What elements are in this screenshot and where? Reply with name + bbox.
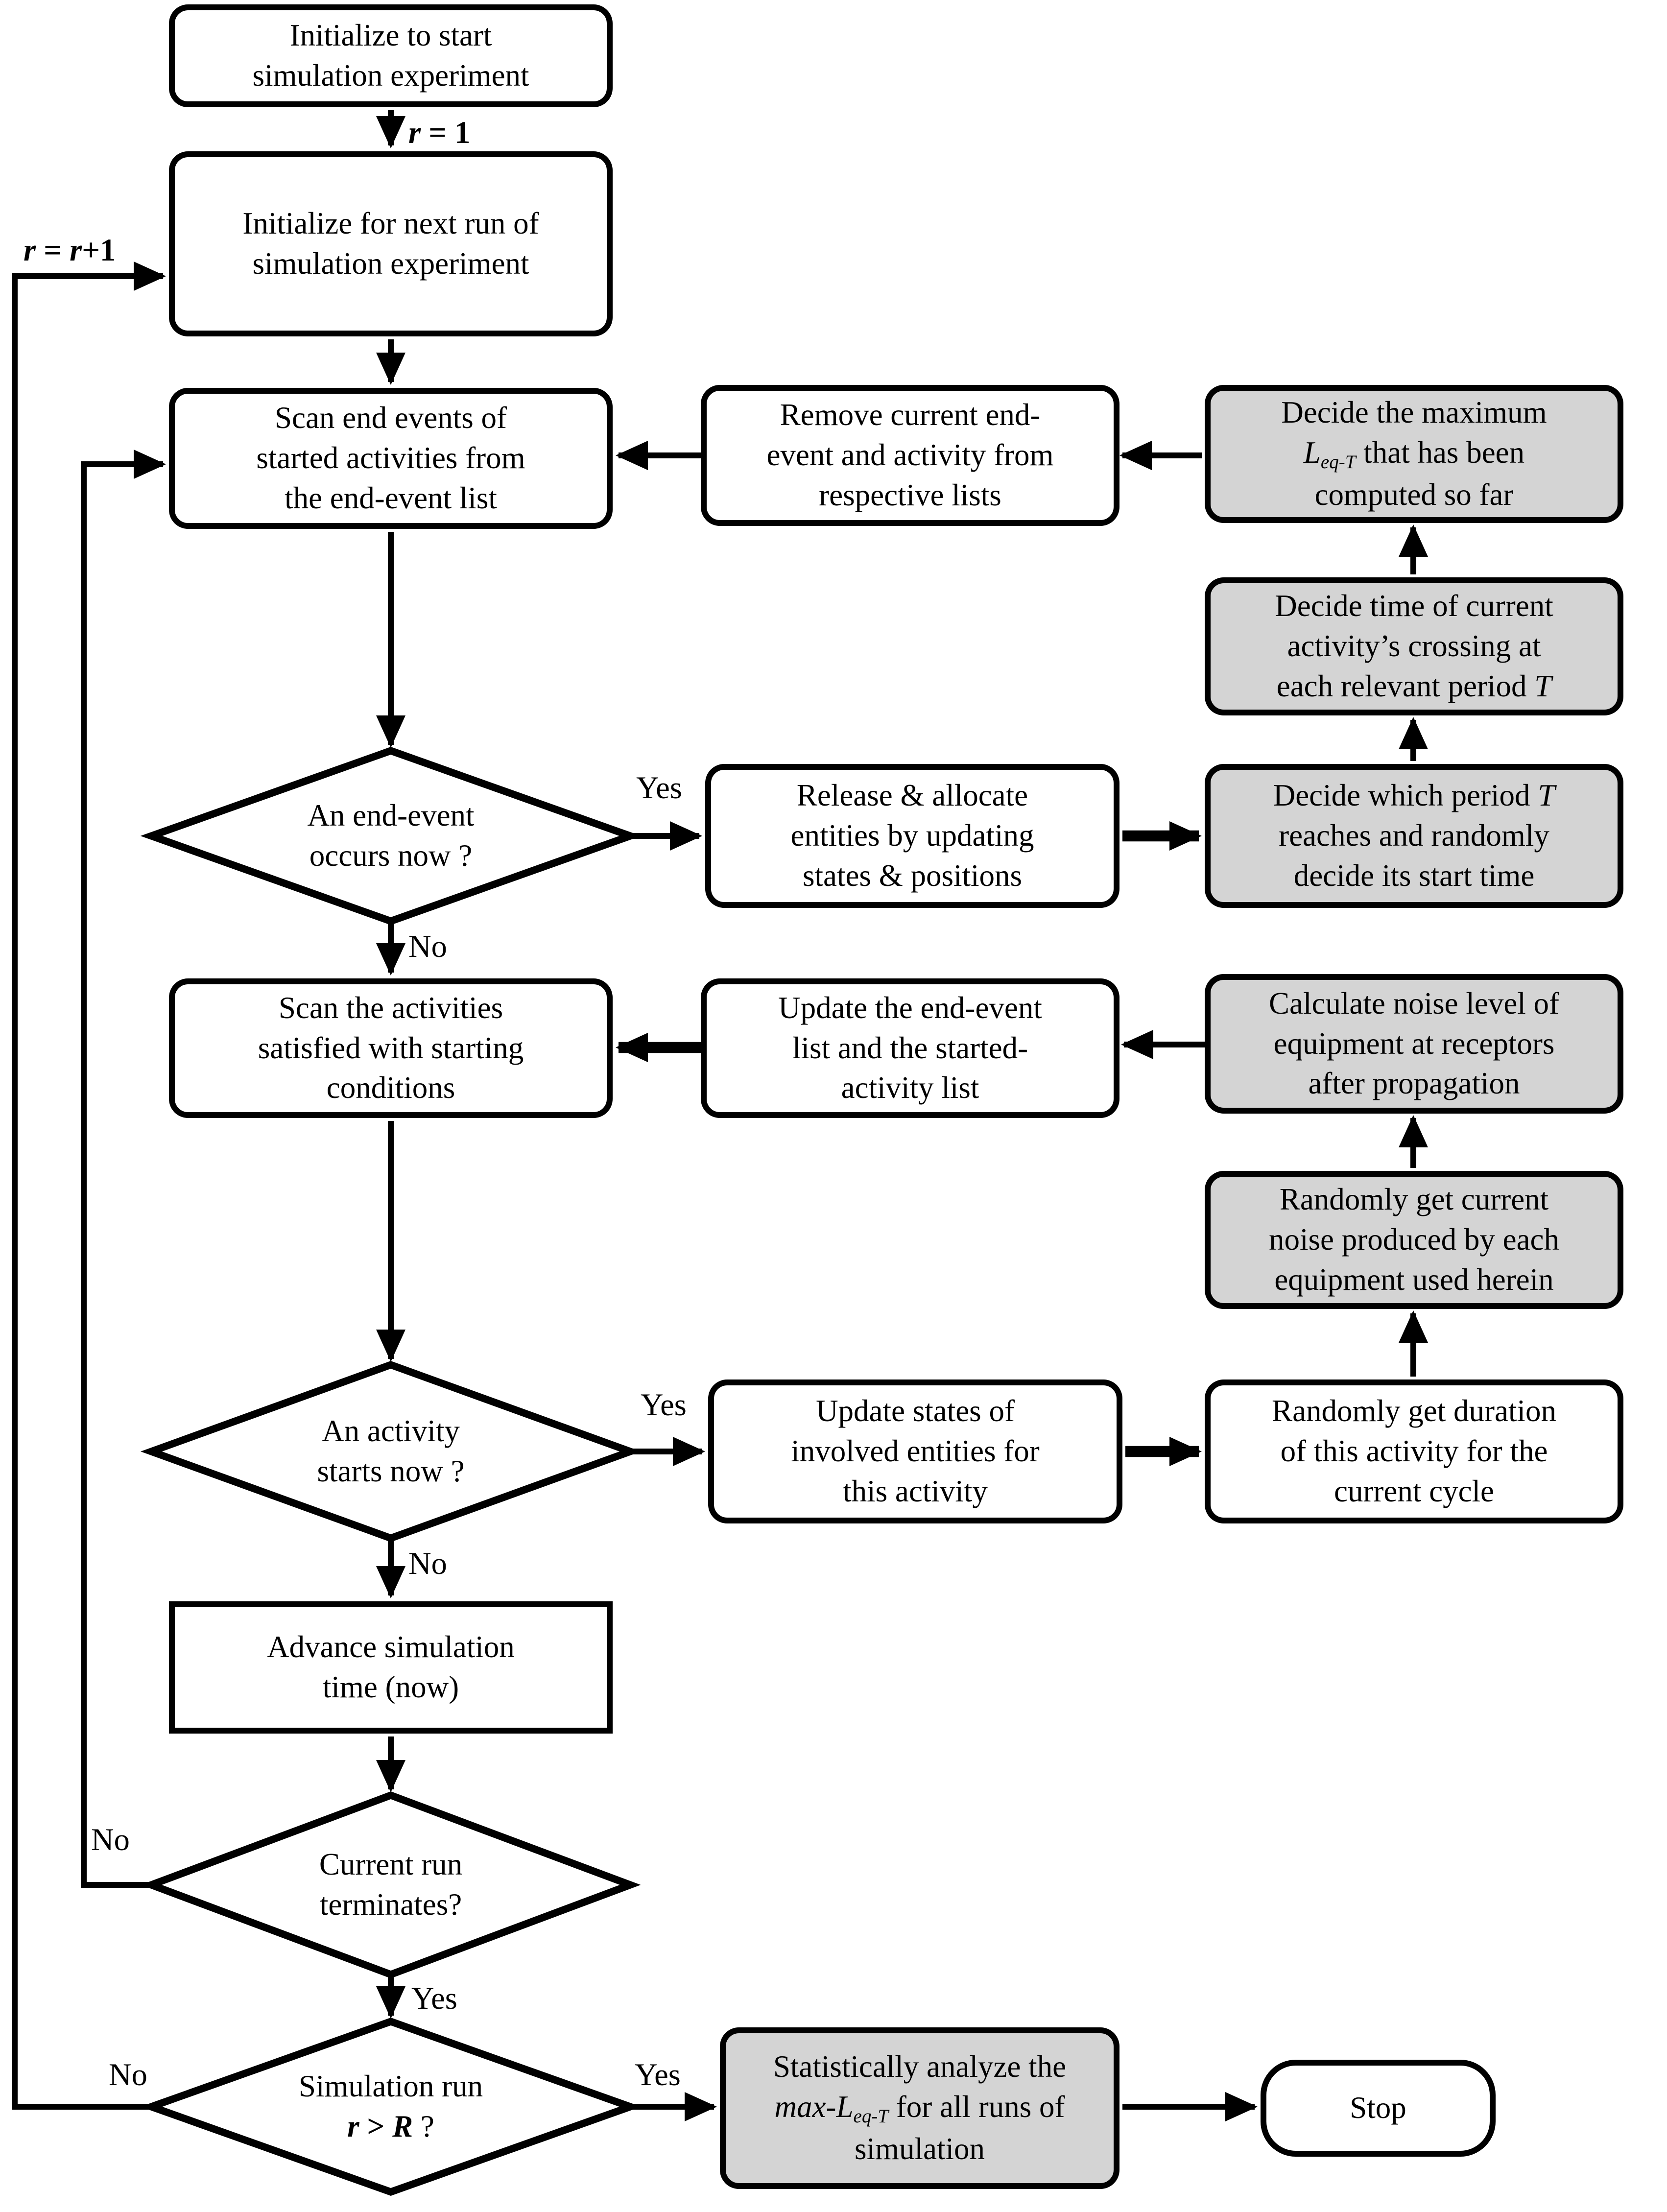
node-update-lists-label: Update the end-event list and the starte… <box>778 990 1042 1105</box>
decide-time-pre: Decide time of current activity’s crossi… <box>1275 589 1553 703</box>
node-stop-label: Stop <box>1350 2091 1406 2125</box>
decision-activity-starts-text: An activity starts now ? <box>317 1414 465 1488</box>
r-incr-mid: = <box>36 233 70 267</box>
node-random-noise: Randomly get current noise produced by e… <box>1205 1171 1623 1309</box>
r-init-rest: = 1 <box>421 115 471 150</box>
node-initialize-next-run-label: Initialize for next run of simulation ex… <box>242 206 539 281</box>
label-no-activity: No <box>408 1546 447 1581</box>
label-yes-sim-run: Yes <box>635 2057 681 2092</box>
r-init-var: r <box>408 115 421 150</box>
label-no-terminates: No <box>91 1822 130 1857</box>
node-scan-end-events-label: Scan end events of started activities fr… <box>256 401 525 515</box>
edge-label-r-equals-1: r = 1 <box>408 115 470 151</box>
decision-sim-run-label: Simulation run r > R ? <box>151 2022 630 2192</box>
decide-period-symbol: T <box>1538 778 1555 813</box>
node-advance-time: Advance simulation time (now) <box>169 1601 613 1734</box>
node-initialize-start-label: Initialize to start simulation experimen… <box>252 18 529 93</box>
node-stop: Stop <box>1261 2060 1496 2157</box>
edge-terminates-no-loop <box>81 450 166 1888</box>
node-calculate-noise-label: Calculate noise level of equipment at re… <box>1268 986 1560 1101</box>
node-release-allocate: Release & allocate entities by updating … <box>705 764 1119 908</box>
edge-label-r-increment: r = r+1 <box>24 232 116 268</box>
decide-time-symbol: T <box>1534 668 1552 703</box>
decision-sim-run-diamond <box>140 2018 642 2196</box>
decision-end-event-text: An end-event occurs now ? <box>307 798 475 873</box>
node-decide-maximum-label: Decide the maximum Leq-T that has been c… <box>1267 393 1561 515</box>
node-scan-activities-label: Scan the activities satisfied with start… <box>258 990 524 1105</box>
decision-end-event-diamond <box>140 747 642 925</box>
node-random-duration: Randomly get duration of this activity f… <box>1205 1380 1623 1523</box>
node-decide-time-label: Decide time of current activity’s crossi… <box>1260 586 1569 707</box>
edge-simrun-no-loop <box>12 262 166 2110</box>
sim-run-var-R: R <box>392 2109 413 2143</box>
decide-maximum-post: that has been computed so far <box>1314 435 1525 512</box>
decision-run-terminates-diamond <box>141 1791 641 1979</box>
node-decide-time: Decide time of current activity’s crossi… <box>1205 577 1623 715</box>
analyze-subscript: eq-T <box>853 2106 889 2127</box>
decide-maximum-symbol: L <box>1303 435 1321 470</box>
decide-period-post: reaches and randomly decide its start ti… <box>1279 818 1549 893</box>
decision-sim-run-text: Simulation run r > R ? <box>297 2067 485 2147</box>
analyze-post: for all runs of simulation <box>855 2090 1065 2166</box>
node-initialize-next-run: Initialize for next run of simulation ex… <box>169 151 613 336</box>
node-random-noise-label: Randomly get current noise produced by e… <box>1268 1182 1560 1297</box>
node-release-allocate-label: Release & allocate entities by updating … <box>790 778 1034 893</box>
analyze-max: max- <box>774 2090 836 2124</box>
node-statistically-analyze: Statistically analyze the max-Leq-T for … <box>720 2027 1119 2189</box>
node-advance-time-label: Advance simulation time (now) <box>267 1630 515 1704</box>
node-random-duration-label: Randomly get duration of this activity f… <box>1272 1394 1556 1508</box>
node-decide-period-label: Decide which period T reaches and random… <box>1263 776 1565 896</box>
r-incr-var: r <box>24 233 36 267</box>
analyze-pre: Statistically analyze the <box>773 2049 1067 2084</box>
node-decide-period: Decide which period T reaches and random… <box>1205 764 1623 908</box>
node-statistically-analyze-label: Statistically analyze the max-Leq-T for … <box>765 2047 1074 2169</box>
node-scan-end-events: Scan end events of started activities fr… <box>169 388 613 529</box>
label-no-sim-run: No <box>109 2057 147 2092</box>
node-update-states-label: Update states of involved entities for t… <box>791 1394 1040 1508</box>
node-update-states: Update states of involved entities for t… <box>708 1380 1122 1523</box>
decide-maximum-pre: Decide the maximum <box>1281 395 1547 430</box>
sim-run-op: > <box>359 2109 393 2143</box>
label-yes-terminates: Yes <box>411 1981 457 2016</box>
decision-end-event-label: An end-event occurs now ? <box>151 751 630 921</box>
decision-activity-starts-label: An activity starts now ? <box>151 1365 630 1538</box>
label-yes-end-event: Yes <box>636 770 682 805</box>
decision-run-terminates-text: Current run terminates? <box>319 1847 463 1922</box>
r-incr-rest: +1 <box>82 233 116 267</box>
label-yes-activity: Yes <box>641 1387 687 1422</box>
node-initialize-start: Initialize to start simulation experimen… <box>169 4 613 107</box>
sim-run-pre: Simulation run <box>298 2069 483 2104</box>
decision-activity-starts-diamond <box>140 1361 642 1542</box>
r-incr-var2: r <box>70 233 82 267</box>
sim-run-post: ? <box>413 2109 434 2143</box>
label-no-end-event: No <box>408 929 447 964</box>
decision-run-terminates-label: Current run terminates? <box>151 1795 630 1974</box>
node-calculate-noise: Calculate noise level of equipment at re… <box>1205 974 1623 1114</box>
sim-run-var-r: r <box>347 2109 359 2143</box>
node-remove-current-label: Remove current end-event and activity fr… <box>766 398 1054 512</box>
decide-maximum-subscript: eq-T <box>1320 452 1356 473</box>
analyze-symbol: L <box>836 2090 854 2124</box>
node-update-lists: Update the end-event list and the starte… <box>701 978 1119 1118</box>
decide-period-pre: Decide which period <box>1273 778 1538 813</box>
node-remove-current: Remove current end-event and activity fr… <box>701 385 1119 526</box>
node-decide-maximum: Decide the maximum Leq-T that has been c… <box>1205 385 1623 523</box>
node-scan-activities: Scan the activities satisfied with start… <box>169 978 613 1118</box>
